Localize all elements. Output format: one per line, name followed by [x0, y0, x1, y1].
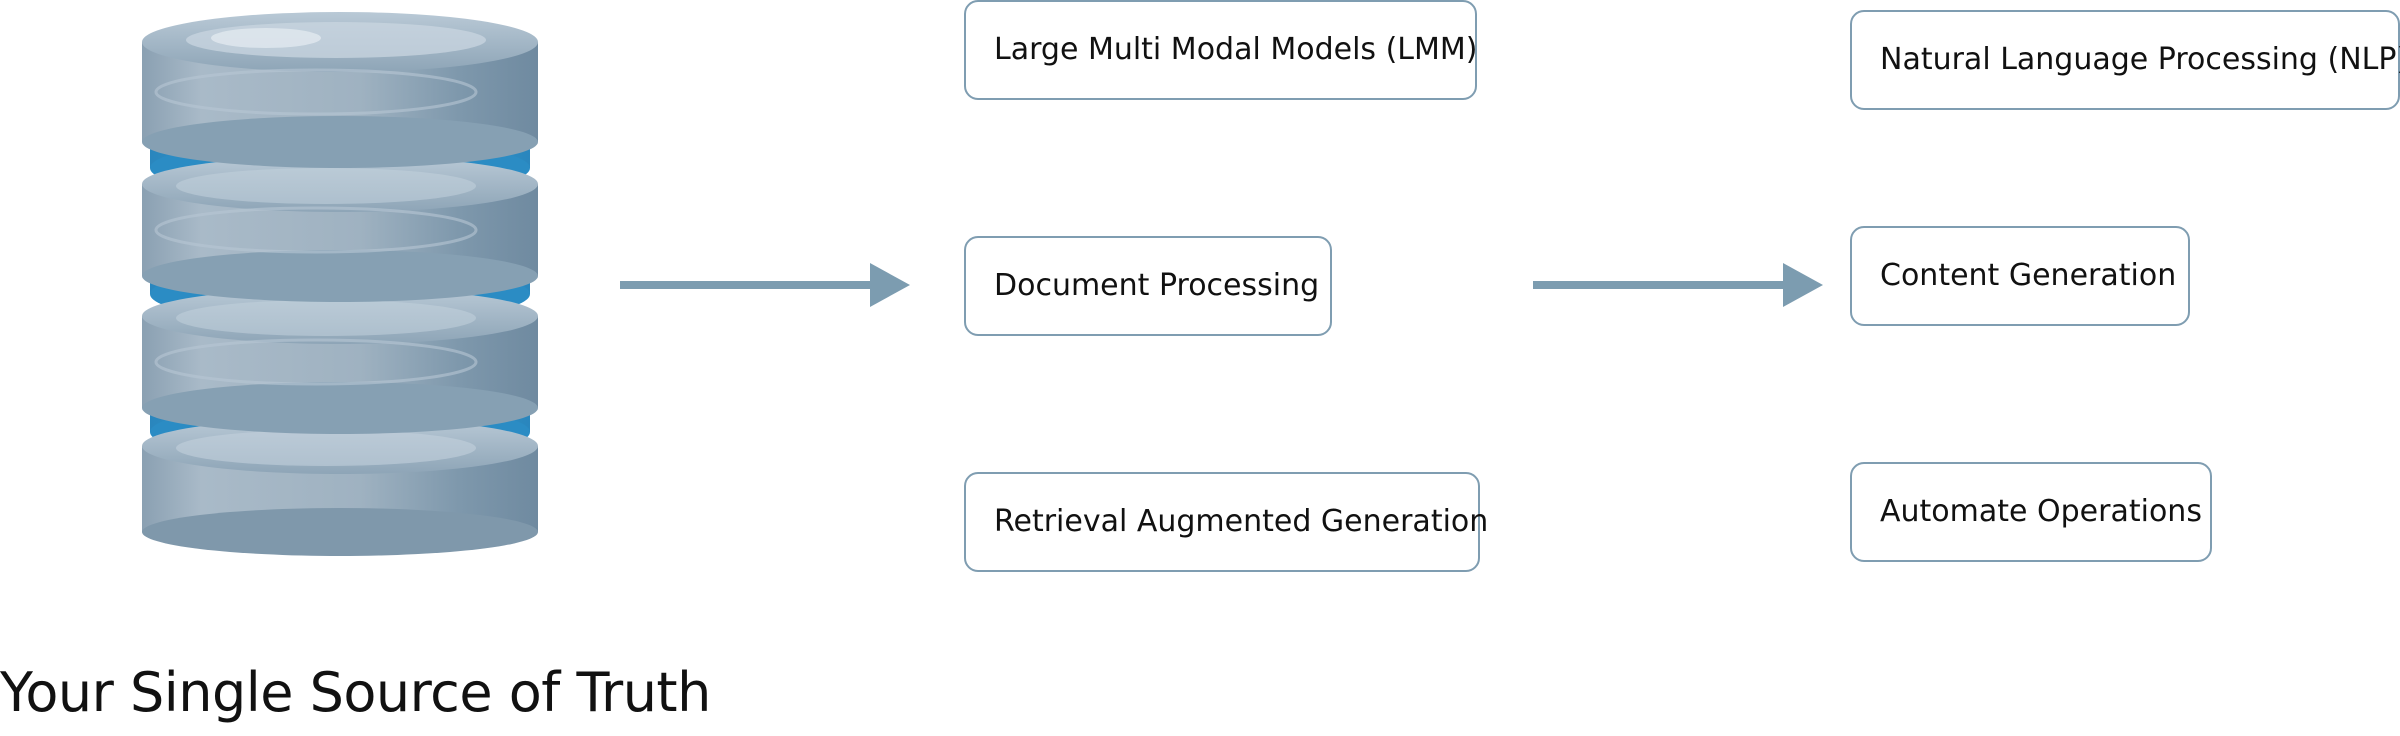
db-disk: [142, 418, 538, 556]
node-lmm: Large Multi Modal Models (LMM): [964, 0, 1477, 100]
db-disk: [142, 156, 538, 302]
node-document-processing: Document Processing: [964, 236, 1332, 336]
node-label: Natural Language Processing (NLP): [1880, 42, 2400, 77]
node-automate-operations: Automate Operations: [1850, 462, 2212, 562]
db-disk: [142, 288, 538, 434]
db-disk: [142, 12, 538, 168]
node-rag: Retrieval Augmented Generation: [964, 472, 1488, 572]
node-label: Automate Operations: [1880, 494, 2202, 529]
flow-arrow: [1531, 255, 1825, 315]
node-label: Document Processing: [994, 268, 1320, 303]
database-icon: [136, 10, 544, 558]
source-caption: Your Single Source of Truth: [0, 661, 711, 724]
flow-arrow: [618, 255, 912, 315]
node-label: Content Generation: [1880, 258, 2177, 293]
node-content-generation: Content Generation: [1850, 226, 2190, 326]
node-label: Retrieval Augmented Generation: [994, 504, 1489, 539]
node-nlp: Natural Language Processing (NLP): [1850, 10, 2400, 110]
node-label: Large Multi Modal Models (LMM): [994, 32, 1478, 67]
